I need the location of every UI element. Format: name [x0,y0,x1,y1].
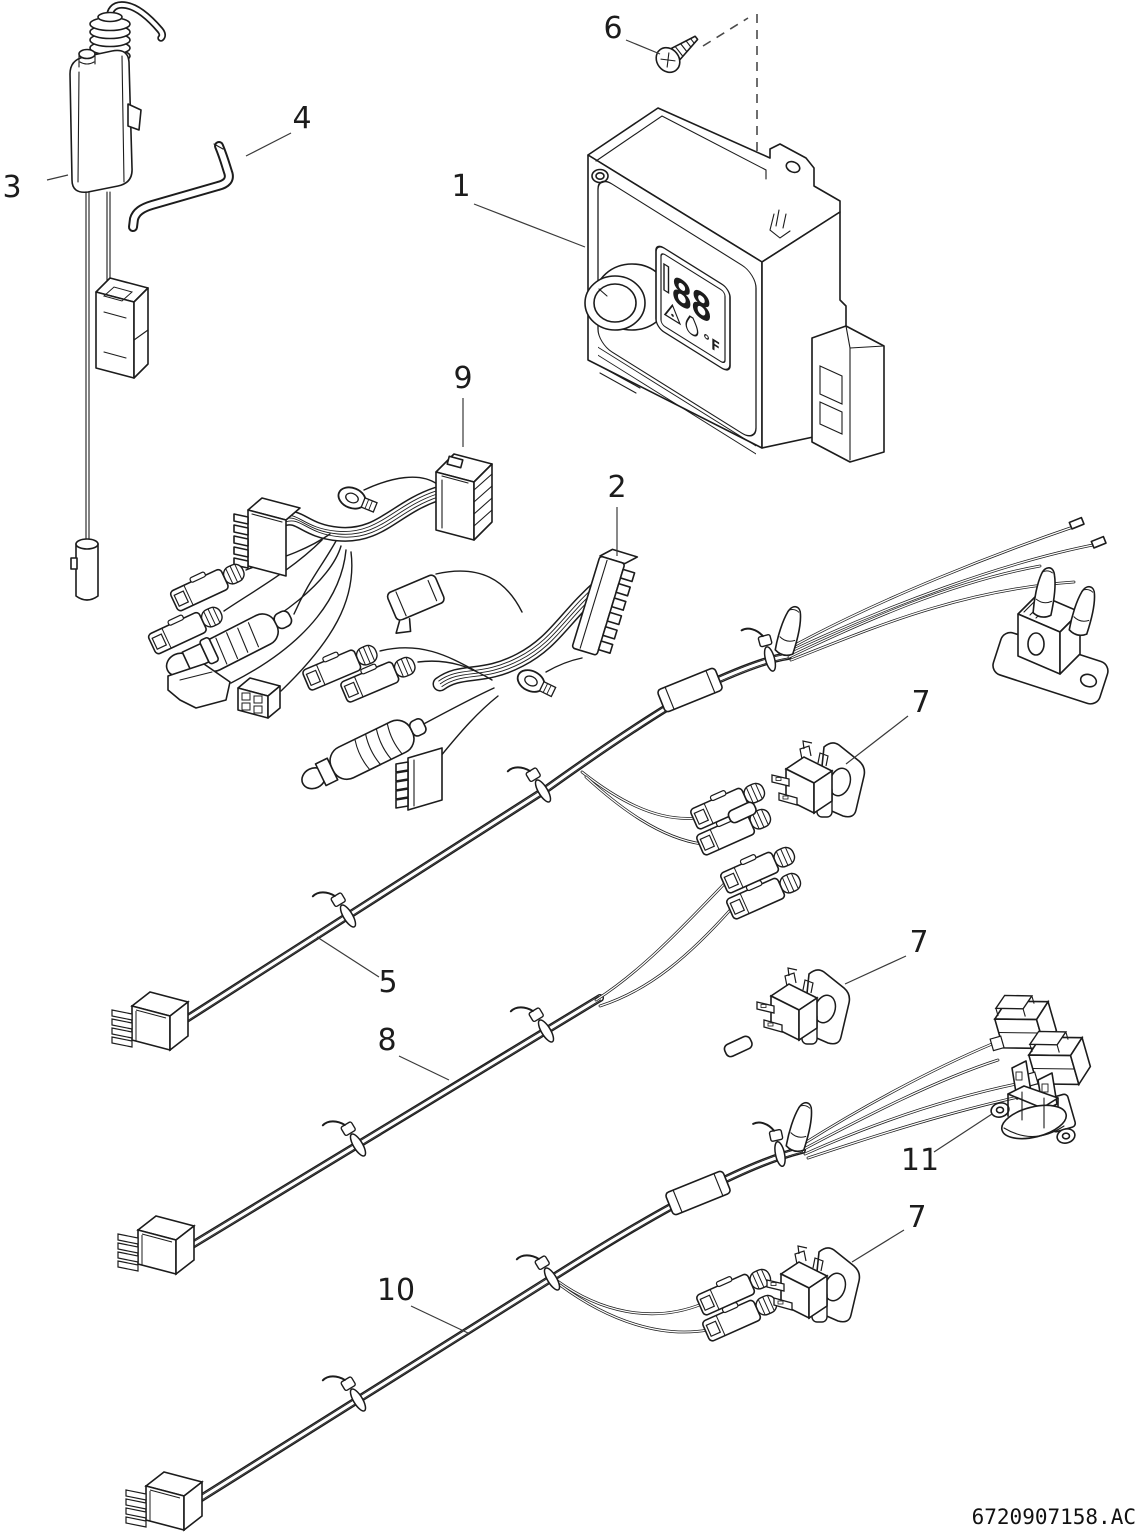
callout-4: 4 [292,101,311,136]
callout-3: 3 [2,170,21,205]
4-pin-connector [237,677,281,719]
leader-line-5 [316,936,380,978]
wire-tip [1090,535,1107,549]
harness-branch-wires [554,516,1107,1334]
harness-2-main-connector [571,548,639,656]
harness-9-main-connector [435,453,493,541]
mounting-screw [655,35,699,74]
retaining-clip [769,209,791,239]
temperature-knob [584,263,670,331]
electrode-connector-block [95,277,149,379]
display-panel: 88 °F [655,245,731,371]
callout-6: 6 [603,11,622,46]
harness-9-comb-connector [233,497,301,577]
callout-10: 10 [377,1273,415,1308]
callout-7a: 7 [911,685,930,720]
leader-line-7c [851,1229,905,1263]
retaining-bracket [128,141,234,232]
leader-line-6 [625,39,661,55]
document-code: 6720907158.AC [972,1505,1136,1529]
callout-5: 5 [378,965,397,1000]
wire-tip [1068,516,1085,530]
ignition-cable-connector [301,718,427,790]
callout-1: 1 [451,169,470,204]
leader-line-4 [245,132,292,157]
callout-7b: 7 [909,925,928,960]
harness-2-comb-connector [395,747,443,811]
control-unit: 88 °F [584,14,885,463]
terminal-box [811,325,885,463]
callout-8: 8 [377,1023,396,1058]
cable-ties-and-fuses [311,603,817,1423]
callout-9: 9 [453,361,472,396]
callouts: 1 2 3 4 5 6 7 7 7 8 9 10 11 [2,11,993,1334]
electrode-tip [70,538,99,601]
warning-triangle-icon [663,303,682,326]
leader-line-1 [473,203,586,248]
insulation-sleeve [723,1035,753,1058]
leader-line-3 [46,174,69,181]
ignition-electrode [69,1,167,601]
callout-2: 2 [607,470,626,505]
display-digit-1 [663,262,670,294]
flag-terminal [167,663,231,709]
harness-9 [144,453,493,719]
inline-fuse [665,1170,731,1216]
callout-11: 11 [901,1143,939,1178]
leader-line-7a [845,715,909,765]
callout-7c: 7 [907,1200,926,1235]
electrode-wire-right [106,191,111,287]
dome-sensor-connector [165,636,219,677]
flame-icon [685,315,699,337]
electrode-wire-left [85,191,90,545]
leader-line-8 [398,1055,450,1081]
assembly-dashed-line [702,17,749,47]
latch-plug [386,574,445,634]
leader-line-7b [844,955,907,985]
leader-line-10 [410,1305,469,1334]
leader-line-11 [933,1113,993,1153]
mounting-hole [785,160,801,174]
harness-2 [299,548,639,811]
inline-fuse [657,667,723,713]
limit-thermostat [992,565,1109,705]
disc-thermostat [990,1060,1076,1144]
insulation-sleeve [727,801,757,824]
